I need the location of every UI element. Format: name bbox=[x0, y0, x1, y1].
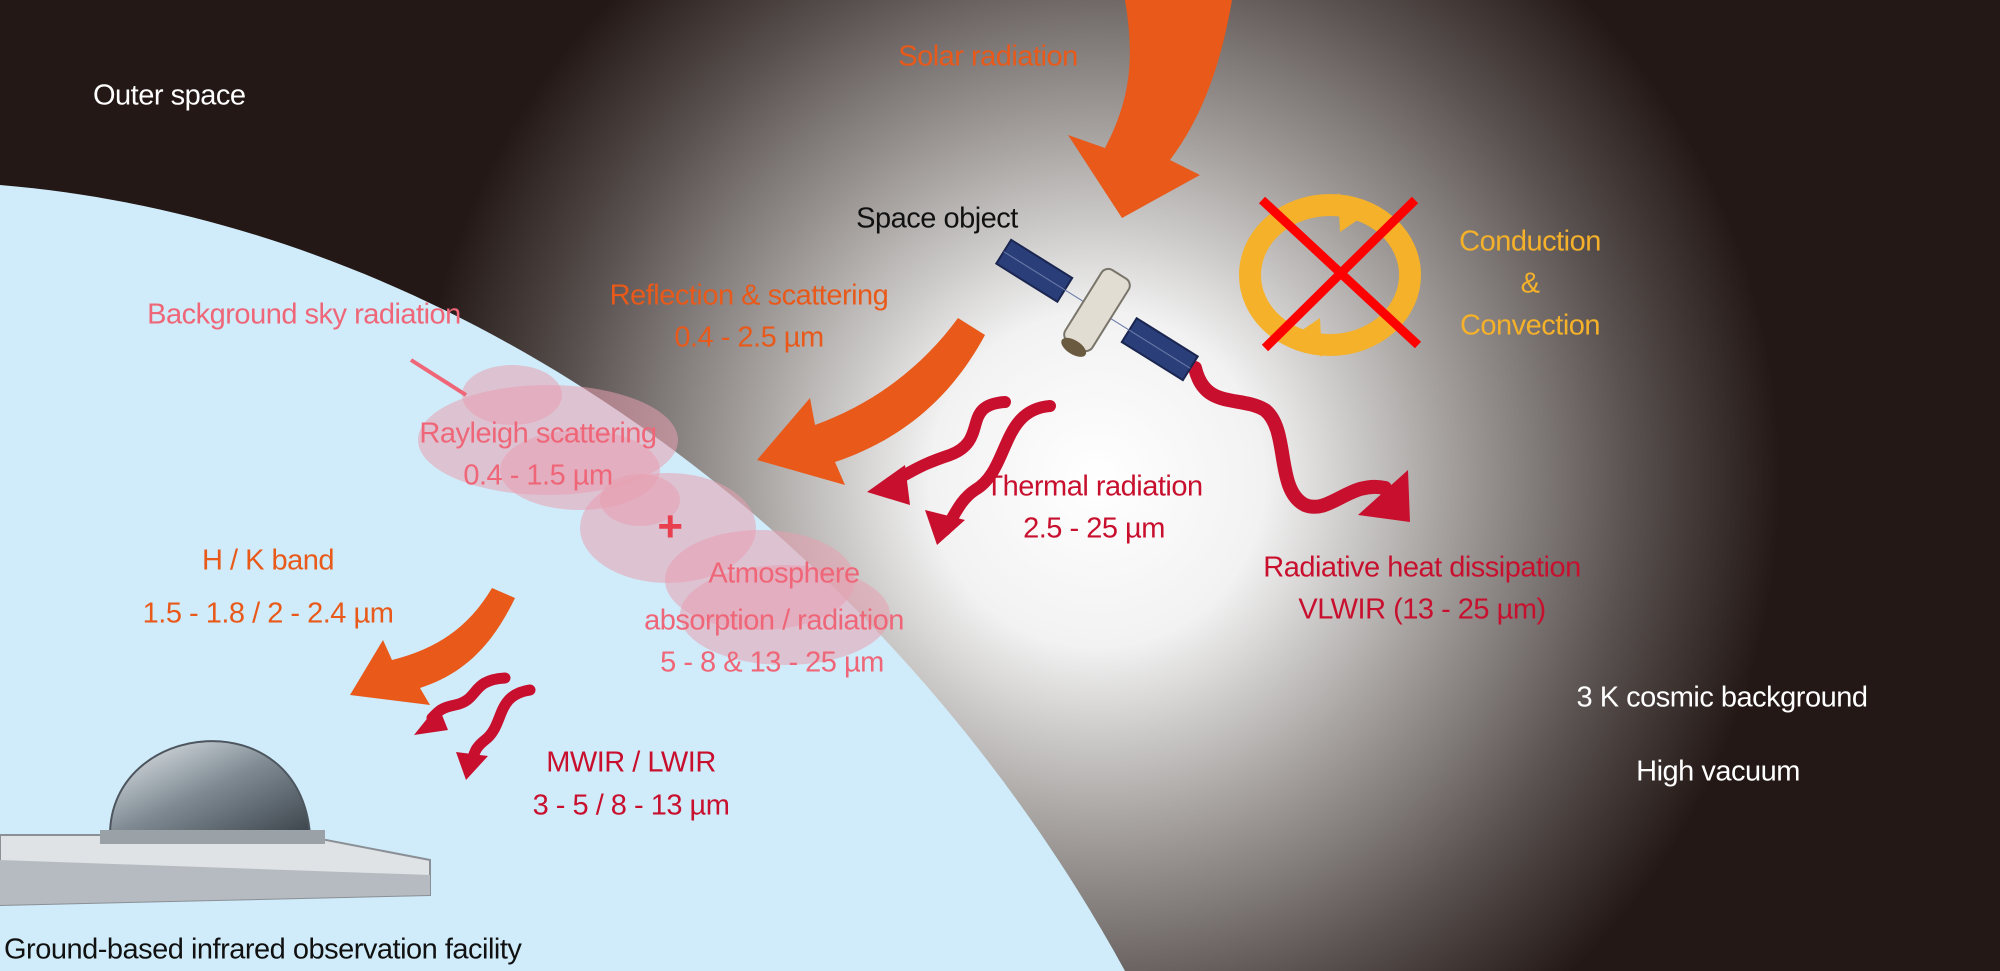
thermal-radiation-label: Thermal radiation bbox=[985, 470, 1203, 503]
mwir-lwir-label: MWIR / LWIR bbox=[546, 746, 716, 779]
facility-label: Ground-based infrared observation facili… bbox=[4, 933, 522, 966]
thermal-arrowhead bbox=[867, 465, 910, 505]
reflection-arrow bbox=[757, 318, 985, 485]
atmosphere-clouds bbox=[418, 365, 890, 665]
mwir-arrowhead bbox=[414, 705, 448, 735]
conduction-convection-cycle-icon bbox=[1239, 193, 1421, 357]
hk-band-arrow bbox=[350, 588, 515, 705]
hk-band-range-label: 1.5 - 1.8 / 2 - 2.4 µm bbox=[142, 597, 394, 630]
observatory-facility-image bbox=[0, 740, 431, 907]
convection-label: Convection bbox=[1459, 309, 1601, 342]
satellite-icon bbox=[994, 238, 1200, 382]
space-object-label: Space object bbox=[856, 202, 1018, 235]
radiative-range-label: VLWIR (13 - 25 µm) bbox=[1298, 593, 1546, 626]
radiative-dissipation-label: Radiative heat dissipation bbox=[1263, 551, 1581, 584]
conduction-label: Conduction bbox=[1459, 225, 1601, 258]
background-sky-pointer bbox=[409, 358, 468, 397]
thermal-range-label: 2.5 - 25 µm bbox=[1023, 512, 1165, 545]
plus-sign: + bbox=[657, 502, 683, 551]
mwir-lwir-range-label: 3 - 5 / 8 - 13 µm bbox=[532, 789, 730, 822]
mwir-arrowhead bbox=[456, 752, 488, 780]
outer-space-label: Outer space bbox=[93, 79, 246, 112]
reflection-range-label: 0.4 - 2.5 µm bbox=[674, 321, 824, 354]
cosmic-background-label: 3 K cosmic background bbox=[1576, 681, 1868, 714]
atmosphere-label: Atmosphere bbox=[708, 557, 860, 590]
rayleigh-range-label: 0.4 - 1.5 µm bbox=[463, 459, 613, 492]
atmosphere-range-label: 5 - 8 & 13 - 25 µm bbox=[660, 646, 884, 679]
reflection-scattering-label: Reflection & scattering bbox=[609, 279, 889, 312]
solar-radiation-arrow bbox=[1068, 0, 1232, 218]
thermal-arrowhead bbox=[925, 510, 965, 545]
background-sky-label: Background sky radiation bbox=[147, 298, 461, 331]
atmosphere-absorption-label: absorption / radiation bbox=[644, 604, 904, 637]
solar-radiation-label: Solar radiation bbox=[898, 40, 1078, 73]
not-applicable-cross-icon bbox=[1258, 196, 1422, 352]
hk-band-label: H / K band bbox=[201, 544, 335, 577]
ampersand-label: & bbox=[1520, 267, 1540, 300]
radiative-dissipation-arrow bbox=[1188, 361, 1392, 514]
thermal-radiation-arrows bbox=[889, 396, 1056, 536]
high-vacuum-label: High vacuum bbox=[1636, 755, 1800, 788]
radiative-arrowhead bbox=[1358, 470, 1410, 522]
rayleigh-label: Rayleigh scattering bbox=[419, 417, 657, 450]
